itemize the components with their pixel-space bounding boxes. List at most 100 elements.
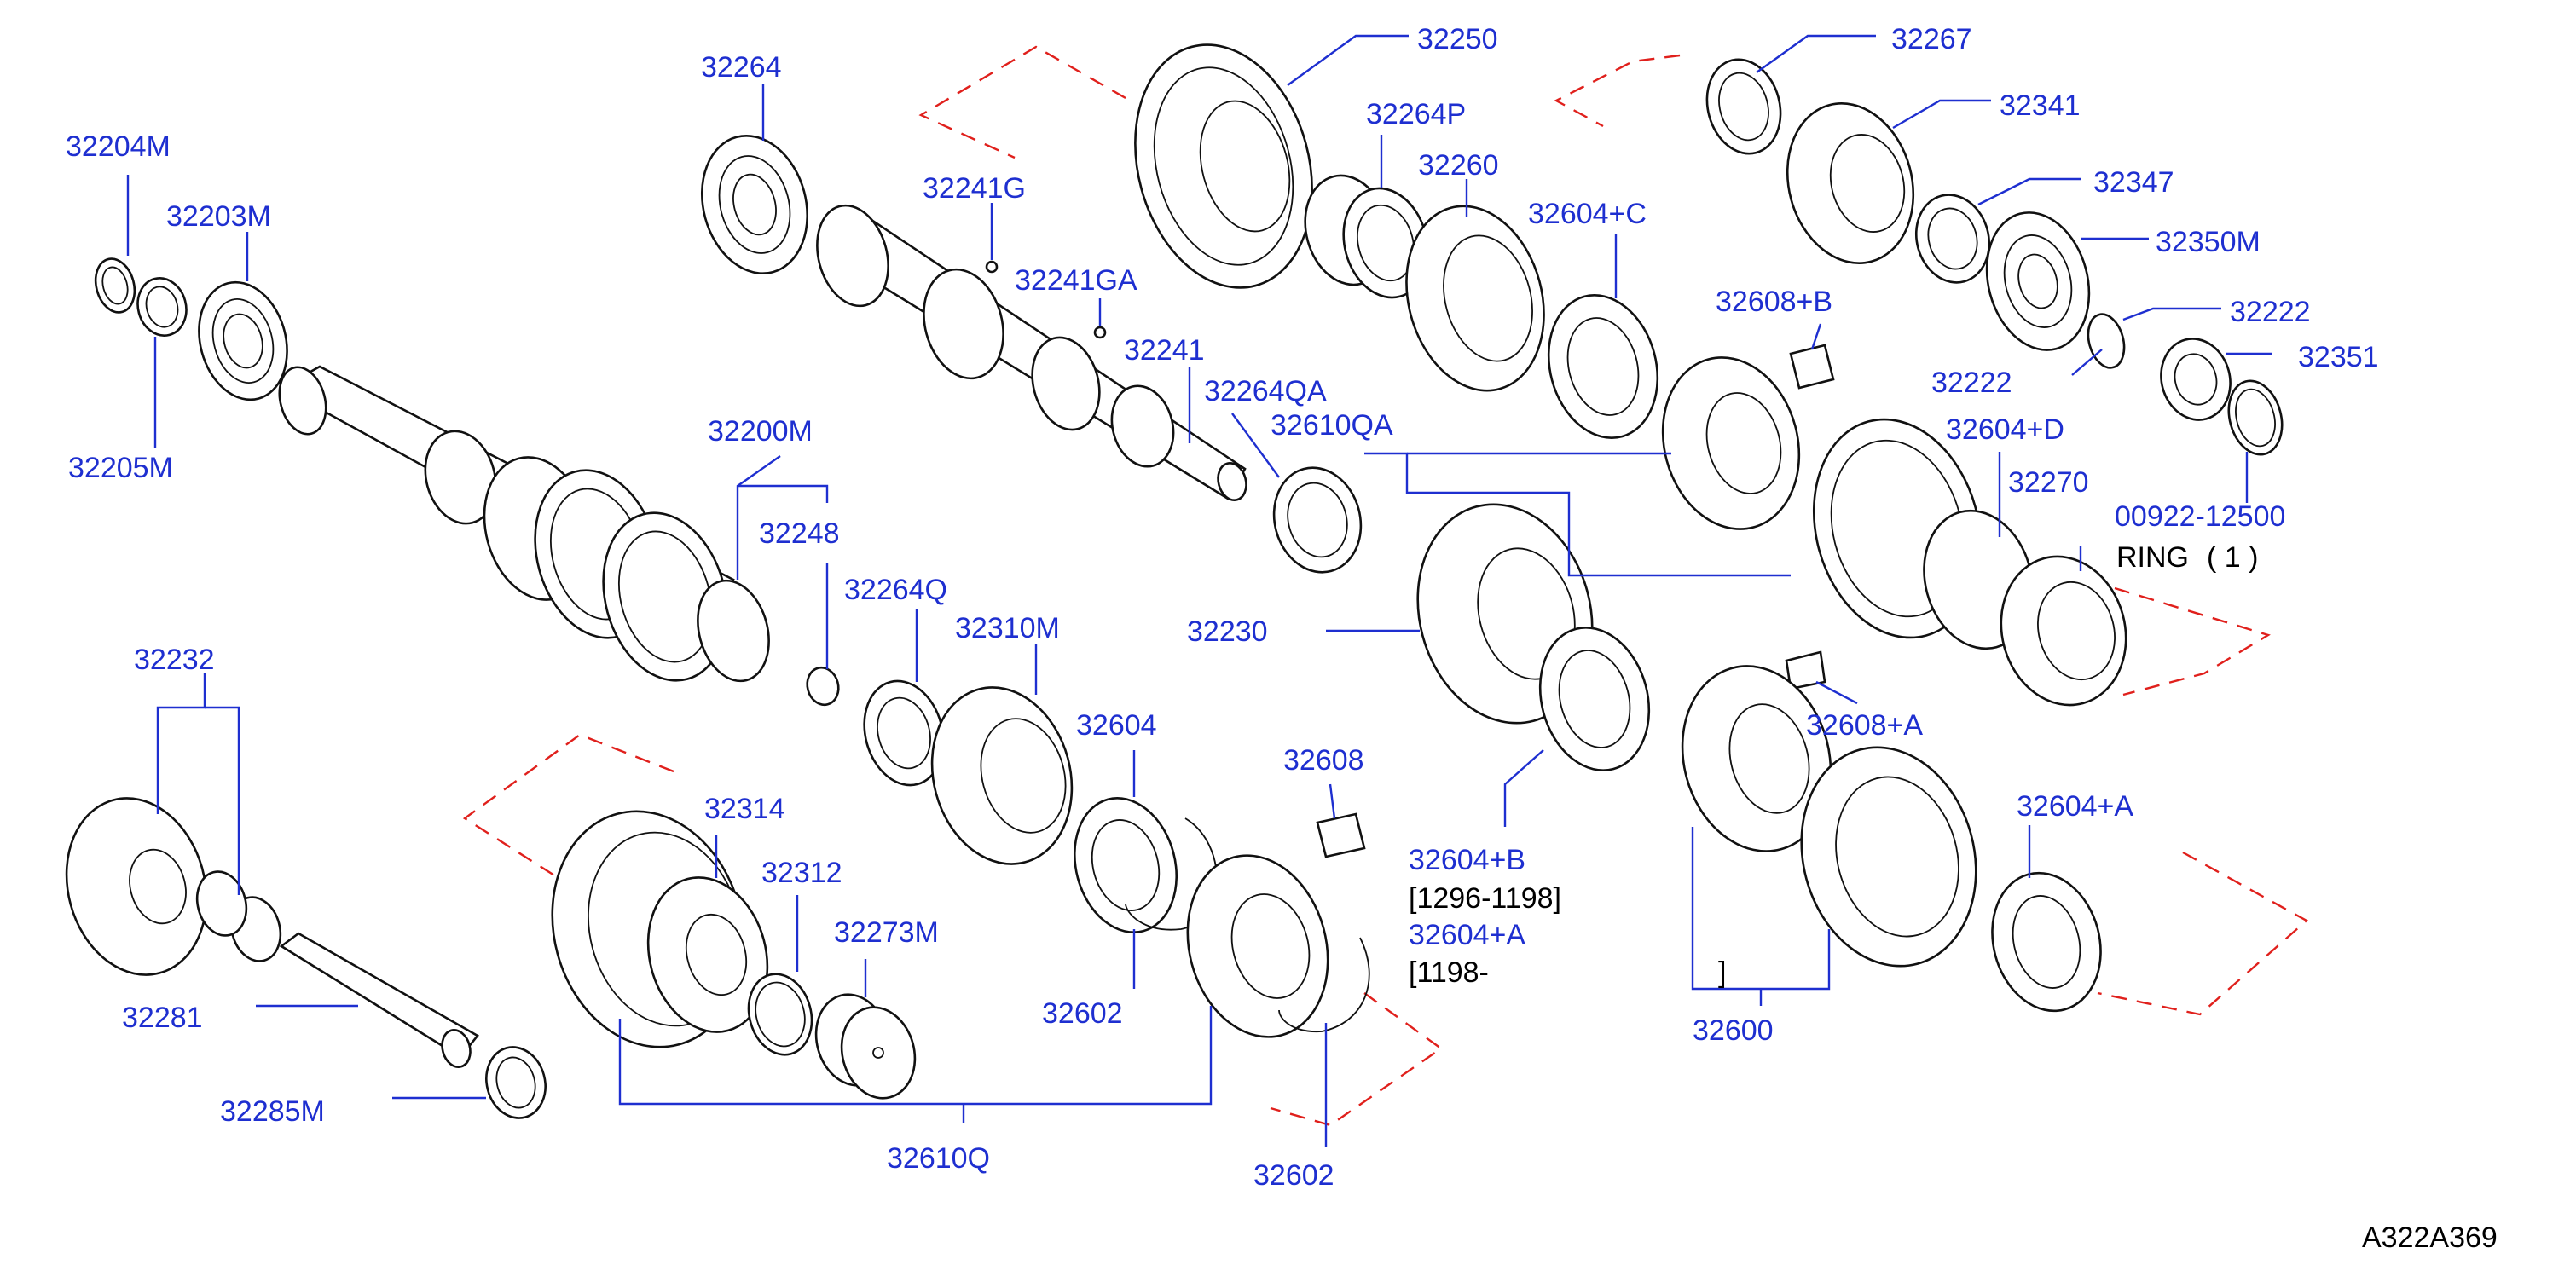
synchro-ring-32604-B [1538,627,1651,771]
label-date-b: [1296-1198] [1409,882,1561,915]
spacer-32248 [806,666,840,707]
label-32203M: 32203M [166,200,271,233]
pin-32241G [985,260,999,274]
label-32264QA: 32264QA [1204,375,1327,407]
label-32250: 32250 [1417,23,1498,55]
seal-32285M [485,1046,547,1119]
label-32314: 32314 [704,793,785,825]
leader-32608 [1329,783,1336,819]
bearing-32351 [2160,338,2232,421]
label-32241GA: 32241GA [1015,264,1137,297]
label-32604Aa: 32604+A [1409,919,1525,951]
shim-32205M [136,277,188,337]
label-bracket-close: ] [1718,956,1726,989]
label-32281: 32281 [122,1002,203,1034]
label-32267: 32267 [1891,23,1972,55]
dashed-group-top-right [1554,54,1681,128]
leader-32610QA [1364,452,1791,577]
leader-32341 [1892,99,1991,130]
label-32241G: 32241G [923,172,1026,205]
label-32204M: 32204M [66,130,171,163]
leader-32608A [1815,680,1858,705]
bearing-32350M [1985,211,2091,351]
label-32608: 32608 [1283,744,1364,777]
gear-32270 [2000,555,2127,707]
bearing-32264 [700,134,809,275]
label-ring-qty: ( 1 ) [2207,541,2258,574]
leader-32347 [1977,177,2081,206]
leader-32250 [1287,34,1409,86]
label-32270: 32270 [2008,466,2089,499]
label-date-a: [1198- [1409,956,1489,989]
synchro-ring-32604-C [1547,294,1659,439]
label-32310M: 32310M [955,612,1060,644]
snap-ring-32222 [2087,313,2126,369]
spring-32602-lower [1278,937,1370,1032]
gear-32232 [65,797,208,976]
label-00922-12500: 00922-12500 [2115,500,2285,533]
label-32230: 32230 [1187,615,1268,648]
label-32602b: 32602 [1253,1159,1334,1192]
label-32205M: 32205M [68,452,173,484]
label-32604: 32604 [1076,709,1157,742]
gear-32310M [930,686,1074,865]
label-32312: 32312 [761,857,842,889]
mainshaft-32200M [278,365,770,683]
leader-32232 [156,673,206,814]
leader-32604B [1503,749,1544,827]
key-32608-B [1789,344,1835,390]
leader-32608B [1810,323,1822,350]
figure-id: A322A369 [2362,1222,2498,1254]
label-32600: 32600 [1693,1014,1774,1047]
sleeve-32314 [551,810,769,1048]
label-32608B: 32608+B [1716,286,1832,318]
label-32347: 32347 [2093,166,2174,199]
label-32350M: 32350M [2156,226,2261,258]
leader-32222a [2122,307,2221,321]
label-32232: 32232 [134,644,215,676]
dashed-group-bottom-center [1270,992,1444,1127]
sleeve-32600 [1800,746,1977,968]
snap-ring-32204M [94,257,136,314]
shaft-32281 [279,932,479,1068]
hub-32600 [1681,665,1832,852]
label-32610Q: 32610Q [887,1142,990,1175]
label-32608A: 32608+A [1806,709,1923,742]
leader-32232-b [205,706,240,895]
label-32604C: 32604+C [1528,198,1647,230]
ring-00922-12500 [2227,379,2284,456]
label-32285M: 32285M [220,1095,325,1128]
dashed-group-right-middle [2114,586,2271,696]
leader-32222b [2071,349,2103,376]
label-32264Q: 32264Q [844,574,947,606]
label-32341: 32341 [2000,90,2081,122]
label-32273M: 32273M [834,916,939,949]
bearing-32203M [198,280,288,401]
label-32604B: 32604+B [1409,844,1525,876]
dashed-group-top-left [918,45,1126,159]
label-32222b: 32222 [1931,367,2012,399]
label-32222a: 32222 [2230,296,2311,328]
synchro-ring-32604 [1073,796,1178,934]
gear-32341 [1786,102,1915,264]
dashed-group-bottom-right [2097,851,2309,1016]
bush-32267 [1705,58,1782,155]
bearing-32273M [814,993,917,1100]
label-32264P: 32264P [1366,98,1466,130]
synchro-ring-32604-A [1991,871,2102,1013]
pin-32241GA [1093,326,1107,339]
label-32248: 32248 [759,517,840,550]
label-ring: RING [2116,541,2189,574]
spacer-32347 [1914,194,1991,284]
label-32604Ab: 32604+A [2017,790,2133,823]
sleeve-32604-D [1812,418,2034,650]
countershaft-32241 [816,204,1247,501]
bush-32232 [195,870,282,962]
leader-32267 [1756,34,1876,73]
hub-32610Q [1186,854,1329,1038]
needle-bearing-32264QA [1272,466,1363,574]
label-32604D: 32604+D [1946,413,2064,446]
snap-ring-32312 [747,973,813,1056]
gear-32250 [1134,43,1313,289]
